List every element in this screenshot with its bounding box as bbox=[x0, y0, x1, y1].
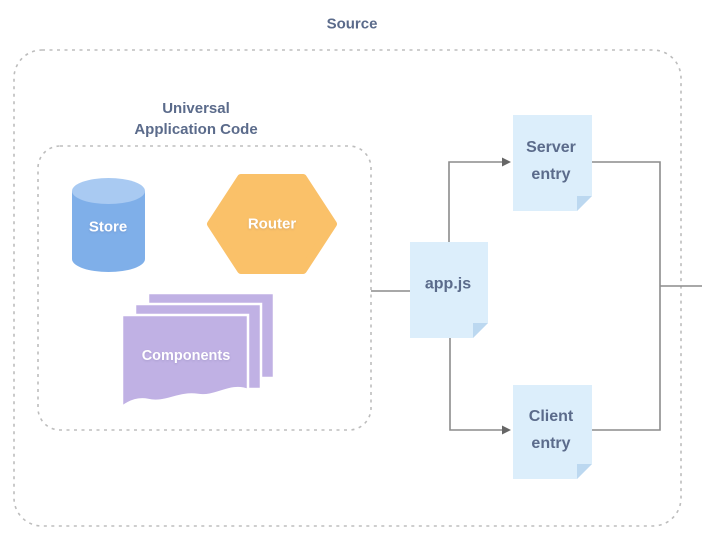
server-entry-label-line1: Server bbox=[526, 139, 576, 156]
connector-lines bbox=[371, 161, 702, 431]
connector-appjs-to-server-entry bbox=[448, 161, 502, 242]
connector-entries-merge bbox=[592, 161, 661, 431]
store-cylinder-top bbox=[72, 178, 145, 204]
router-hexagon bbox=[207, 174, 337, 274]
components-page-front bbox=[120, 313, 250, 410]
client-entry-file bbox=[513, 385, 592, 479]
diagram-title: Source bbox=[326, 15, 378, 33]
server-entry-label: Server entry bbox=[526, 134, 576, 188]
store-label: Store bbox=[88, 218, 128, 236]
arrowhead-client-entry bbox=[502, 425, 511, 435]
universal-code-label-line1: Universal bbox=[162, 100, 230, 117]
client-entry-label: Client entry bbox=[529, 403, 573, 457]
client-entry-label-line1: Client bbox=[528, 408, 574, 425]
app-js-file-page bbox=[410, 242, 488, 338]
universal-code-dashed-box bbox=[37, 145, 372, 431]
components-stack bbox=[120, 291, 276, 410]
connector-appjs-to-client-entry bbox=[449, 338, 502, 431]
app-js-file bbox=[410, 242, 488, 338]
arrowhead-server-entry bbox=[502, 157, 511, 167]
router-label: Router bbox=[247, 215, 297, 233]
source-dashed-box bbox=[13, 49, 682, 527]
universal-code-label: Universal Application Code bbox=[134, 98, 257, 140]
server-entry-file-page bbox=[513, 115, 592, 211]
components-label: Components bbox=[141, 348, 231, 364]
client-entry-label-line2: entry bbox=[531, 435, 571, 452]
app-js-label: app.js bbox=[424, 275, 472, 293]
store-cylinder bbox=[72, 178, 145, 272]
store-cylinder-body bbox=[72, 191, 145, 272]
server-entry-label-line2: entry bbox=[531, 166, 571, 183]
client-entry-file-page bbox=[513, 385, 592, 479]
server-entry-file bbox=[513, 115, 592, 211]
server-entry-file-fold bbox=[577, 196, 592, 211]
app-js-file-fold bbox=[473, 323, 488, 338]
client-entry-file-fold bbox=[577, 464, 592, 479]
universal-code-label-line2: Application Code bbox=[134, 121, 258, 138]
